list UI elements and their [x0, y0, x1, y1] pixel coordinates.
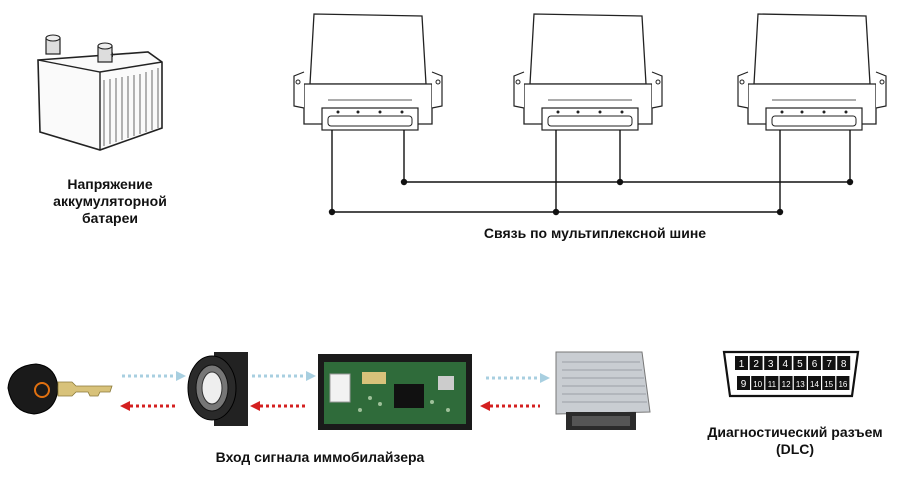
dlc-pin [764, 356, 778, 370]
dlc-pin-number: 3 [768, 359, 774, 370]
battery-icon [37, 34, 163, 151]
control-unit-icon [513, 13, 663, 131]
control-unit-icon [293, 13, 443, 131]
bus-wiring [331, 130, 851, 213]
dlc-pin-number: 12 [782, 380, 791, 389]
dlc-pin-number: 15 [824, 380, 833, 389]
battery-voltage-label: Напряжение аккумуляторной батареи [40, 176, 180, 227]
dlc-pin-number: 6 [812, 359, 818, 370]
dlc-pin [735, 356, 748, 370]
dlc-pins-bottom: 9 10 11 12 13 14 15 16 [737, 376, 850, 390]
dlc-pin [822, 356, 836, 370]
dlc-pin [793, 376, 807, 390]
dlc-pin-number: 13 [796, 380, 805, 389]
bus-junctions [328, 178, 854, 216]
dlc-pin-number: 11 [768, 380, 777, 389]
dlc-pin [778, 356, 792, 370]
ecu-icon [555, 351, 651, 430]
dlc-pin [749, 356, 763, 370]
dlc-pin-number: 2 [753, 359, 759, 370]
immobilizer-module-icon [318, 354, 472, 430]
dlc-pin-number: 14 [810, 380, 819, 389]
battery-label-line: аккумуляторной [53, 193, 167, 209]
dlc-pin-number: 10 [753, 380, 762, 389]
immobilizer-label: Вход сигнала иммобилайзера [215, 449, 425, 465]
control-unit-icon [737, 13, 887, 131]
dlc-pin-number: 8 [841, 359, 847, 370]
dlc-pin-number: 4 [783, 359, 789, 370]
dlc-pin-number: 9 [741, 379, 747, 390]
antenna-coil-icon [187, 352, 248, 426]
dlc-pin [837, 356, 851, 370]
dlc-pin [793, 356, 807, 370]
dlc-pin [822, 376, 836, 390]
battery-plus-mark: + [110, 50, 115, 60]
battery-label-line: Напряжение [67, 176, 153, 192]
dlc-pin [765, 376, 779, 390]
dlc-pin-number: 1 [739, 359, 745, 370]
key-icon [7, 363, 113, 415]
dlc-pin [779, 376, 793, 390]
signal-arrows [122, 374, 540, 408]
dlc-pin-number: 7 [826, 359, 832, 370]
dlc-pin [751, 376, 765, 390]
bus-label: Связь по мультиплексной шине [483, 225, 707, 241]
dlc-pin [808, 356, 821, 370]
arrow-heads [120, 371, 550, 411]
dlc-label-line: (DLC) [775, 441, 815, 457]
dlc-pin-number: 16 [838, 380, 847, 389]
dlc-pin [737, 376, 750, 390]
dlc-label-line: Диагностический разъем [707, 424, 883, 440]
dlc-pin [808, 376, 821, 390]
dlc-pin-number: 5 [797, 359, 803, 370]
dlc-label: Диагностический разъем (DLC) [690, 424, 900, 458]
dlc-pin [836, 376, 850, 390]
battery-label-line: батареи [81, 210, 139, 226]
